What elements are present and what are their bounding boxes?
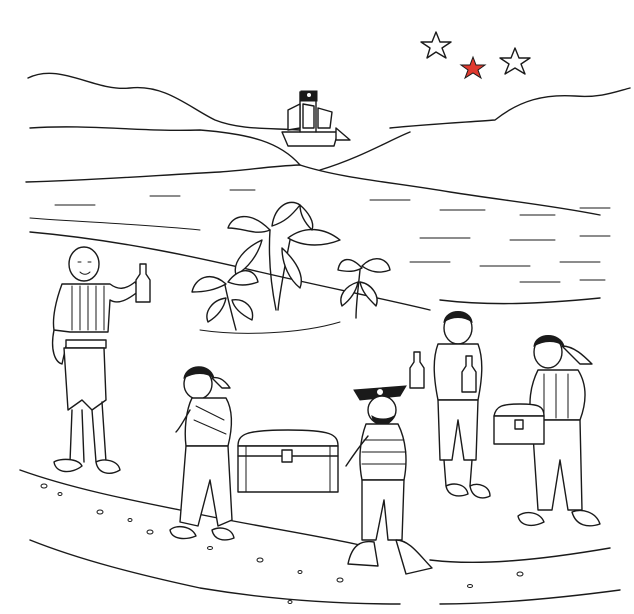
bottle-icon bbox=[135, 263, 151, 303]
pirate-captain-carrying-chest bbox=[345, 385, 433, 575]
bald-man-with-bottle bbox=[51, 246, 151, 474]
pirate-with-small-chest bbox=[493, 335, 601, 527]
stars-group bbox=[420, 31, 531, 80]
treasure-chest-small bbox=[493, 403, 545, 445]
red-star-icon bbox=[459, 55, 487, 80]
pirate-ship bbox=[281, 90, 351, 147]
boy-with-two-bottles bbox=[409, 311, 491, 499]
beach-path bbox=[19, 469, 621, 605]
palm-plants bbox=[191, 201, 391, 334]
treasure-chest-large bbox=[237, 429, 339, 493]
outline-star-right-icon bbox=[499, 47, 531, 75]
sea bbox=[25, 126, 611, 311]
pirate-girl-carrying-chest bbox=[169, 366, 235, 541]
small-chest-lock-icon bbox=[514, 419, 524, 430]
outline-star-left-icon bbox=[420, 31, 452, 59]
hills bbox=[27, 72, 631, 131]
bottle-icon-right bbox=[461, 355, 477, 393]
bottle-icon-left bbox=[409, 351, 425, 389]
chest-lock-icon bbox=[281, 449, 293, 463]
pebbles bbox=[40, 483, 524, 604]
